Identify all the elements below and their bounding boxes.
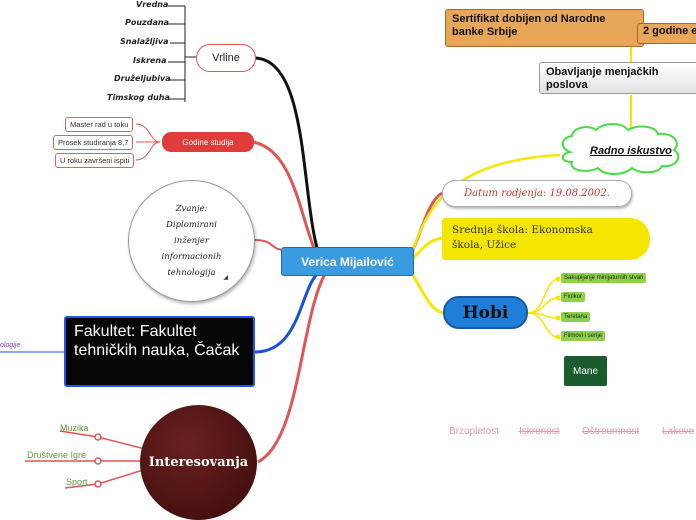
- mane-item: Oštroumnost: [582, 426, 640, 437]
- central-node[interactable]: Verica Mijailović: [281, 247, 414, 276]
- mane-item: Iskrenost: [519, 426, 560, 437]
- zvanje-node[interactable]: Zvanje: Diplomirani inženjer informacion…: [128, 180, 255, 302]
- interesovanja-node[interactable]: Interesovanja: [140, 405, 257, 520]
- central-title: Verica Mijailović: [301, 254, 394, 269]
- interesovanja-item: Sport: [66, 477, 88, 487]
- mane-node[interactable]: Mane: [564, 356, 607, 386]
- vrline-item: Pouzdana: [125, 18, 169, 27]
- cloud-shape: [561, 123, 680, 175]
- hobi-label: Hobi: [462, 302, 509, 323]
- hobi-item: Teretana: [561, 312, 591, 322]
- fakultet-side-label: ologije: [0, 342, 21, 349]
- radno-iskustvo-label[interactable]: Radno iskustvo: [590, 145, 672, 157]
- datum-text: Datum rodjenja: 19.08.2002.: [464, 188, 610, 199]
- hobi-item: Sakupljanje minijaturnih stvari: [561, 273, 647, 283]
- vrline-item: Vredna: [136, 0, 169, 9]
- zvanje-text: Zvanje: Diplomirani inženjer informacion…: [161, 204, 222, 278]
- radno-item-sertifikat[interactable]: Sertifikat dobijen od Narodne banke Srbi…: [445, 9, 644, 47]
- godine-item: Prosek studiranja 8,7: [53, 135, 134, 150]
- fakultet-text: Fakultet: Fakultet tehničkih nauka, Čača…: [74, 323, 240, 359]
- vrline-item: Iskrena: [133, 56, 167, 65]
- hobi-item: Filmovi i serije: [561, 331, 606, 341]
- mane-item: Brzopletost: [449, 426, 500, 437]
- srednja-node[interactable]: Srednja škola: Ekonomska škola, Užice: [442, 218, 650, 260]
- interesovanja-item: Društvene Igre: [27, 450, 87, 460]
- godine-item: U roku završeni ispiti: [55, 153, 135, 168]
- vrline-item: Timskog duha: [107, 93, 170, 102]
- vrline-item: Druželjubiva: [114, 74, 171, 83]
- interesovanja-label: Interesovanja: [148, 455, 249, 470]
- vrline-item: Snalažljiva: [120, 37, 169, 46]
- interesovanja-item: Muzika: [60, 423, 89, 433]
- radno-item-menjacki[interactable]: Obavljanje menjačkih poslova: [539, 62, 696, 94]
- fakultet-node[interactable]: Fakultet: Fakultet tehničkih nauka, Čača…: [64, 316, 255, 387]
- vrline-node[interactable]: Vrline: [196, 44, 256, 72]
- expand-icon[interactable]: ◢: [223, 274, 228, 281]
- radno-item-text: Obavljanje menjačkih poslova: [546, 66, 659, 91]
- radno-item-godine[interactable]: 2 godine e: [637, 23, 696, 44]
- godine-studija-node[interactable]: Godine studija: [162, 132, 254, 152]
- hobi-item: Fiolkor: [561, 292, 586, 302]
- hobi-node[interactable]: Hobi: [443, 296, 528, 329]
- vrline-label: Vrline: [212, 52, 240, 64]
- datum-node[interactable]: Datum rodjenja: 19.08.2002.: [442, 180, 632, 207]
- godine-studija-label: Godine studija: [182, 137, 234, 147]
- mane-item: Lakove: [662, 426, 695, 437]
- godine-item: Master rad u toku: [65, 117, 134, 132]
- mane-label: Mane: [572, 365, 598, 377]
- srednja-text: Srednja škola: Ekonomska škola, Užice: [452, 224, 593, 251]
